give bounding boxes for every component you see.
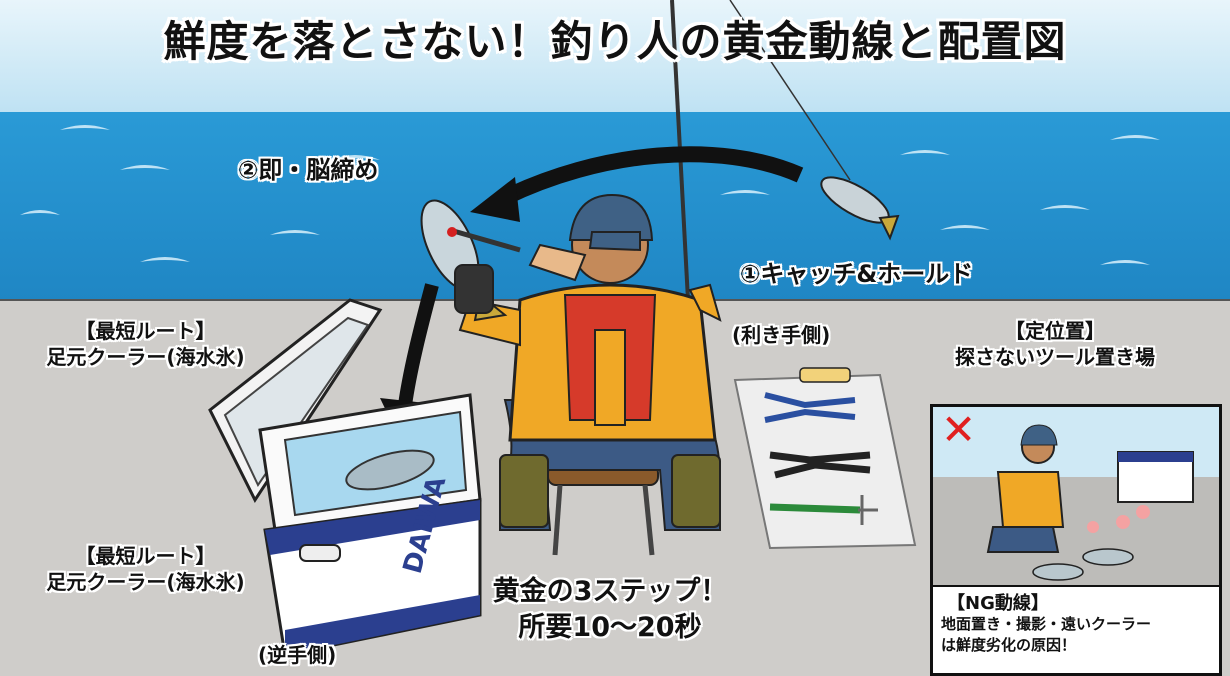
tool-place-label: 【定位置】 探さないツール置き場 bbox=[905, 318, 1205, 370]
shortest-route-label-top: 【最短ルート】 足元クーラー(海水氷) bbox=[28, 318, 263, 370]
shortest-route-heading: 【最短ルート】 bbox=[75, 319, 216, 343]
ng-person bbox=[986, 424, 1065, 553]
step2-label: ②即・脳締め bbox=[238, 156, 379, 184]
off-hand-label: (逆手側) bbox=[258, 643, 337, 667]
shortest-route-label-bottom: 【最短ルート】 足元クーラー(海水氷) bbox=[28, 543, 263, 595]
shortest-route-text: 足元クーラー(海水氷) bbox=[46, 345, 245, 369]
ng-fish-icon bbox=[1032, 548, 1134, 581]
golden-steps-label: 黄金の3ステップ！ 所要10〜20秒 bbox=[450, 574, 770, 646]
page-title: 鮮度を落とさない！釣り人の黄金動線と配置図 bbox=[163, 17, 1067, 66]
ng-x-icon: ✕ bbox=[941, 405, 977, 454]
ng-illustration bbox=[933, 407, 1219, 587]
hooked-fish-icon bbox=[820, 176, 900, 241]
spike-tool-icon bbox=[769, 495, 878, 525]
ng-caption: 【NG動線】 地面置き・撮影・遠いクーラー は鮮度劣化の原因！ bbox=[933, 585, 1219, 673]
tool-place-text: 探さないツール置き場 bbox=[955, 345, 1155, 369]
dominant-hand-label: (利き手側) bbox=[732, 323, 831, 347]
ng-cooler-icon bbox=[1117, 451, 1194, 503]
arrow-catch-to-kill bbox=[496, 146, 804, 208]
shortest-route-text: 足元クーラー(海水氷) bbox=[46, 570, 245, 594]
sky bbox=[0, 0, 1230, 112]
cooler-icon: DAIWA bbox=[208, 298, 482, 657]
ng-panel: ✕ 【NG動線】 地面置き・撮影・遠いクーラー は鮮度劣化の原因！ bbox=[930, 404, 1222, 676]
ng-heading: 【NG動線】 bbox=[947, 593, 1049, 614]
pliers-icon bbox=[764, 392, 856, 423]
fish-grip-icon bbox=[769, 451, 871, 479]
tool-place-heading: 【定位置】 bbox=[1005, 319, 1105, 343]
ng-text-line1: 地面置き・撮影・遠いクーラー bbox=[941, 615, 1152, 633]
ng-text-line2: は鮮度劣化の原因！ bbox=[941, 636, 1077, 654]
shortest-route-heading: 【最短ルート】 bbox=[75, 544, 216, 568]
waves bbox=[20, 125, 1160, 265]
arrow-to-cooler bbox=[398, 283, 439, 406]
golden-steps-line2: 所要10〜20秒 bbox=[518, 612, 702, 643]
fishing-line bbox=[729, 0, 851, 181]
tool-mat bbox=[733, 367, 917, 550]
held-fish-icon bbox=[420, 199, 521, 322]
golden-steps-line1: 黄金の3ステップ！ bbox=[492, 576, 728, 607]
step1-label: ①キャッチ&ホールド bbox=[740, 260, 974, 288]
fisherman-figure bbox=[458, 193, 722, 556]
